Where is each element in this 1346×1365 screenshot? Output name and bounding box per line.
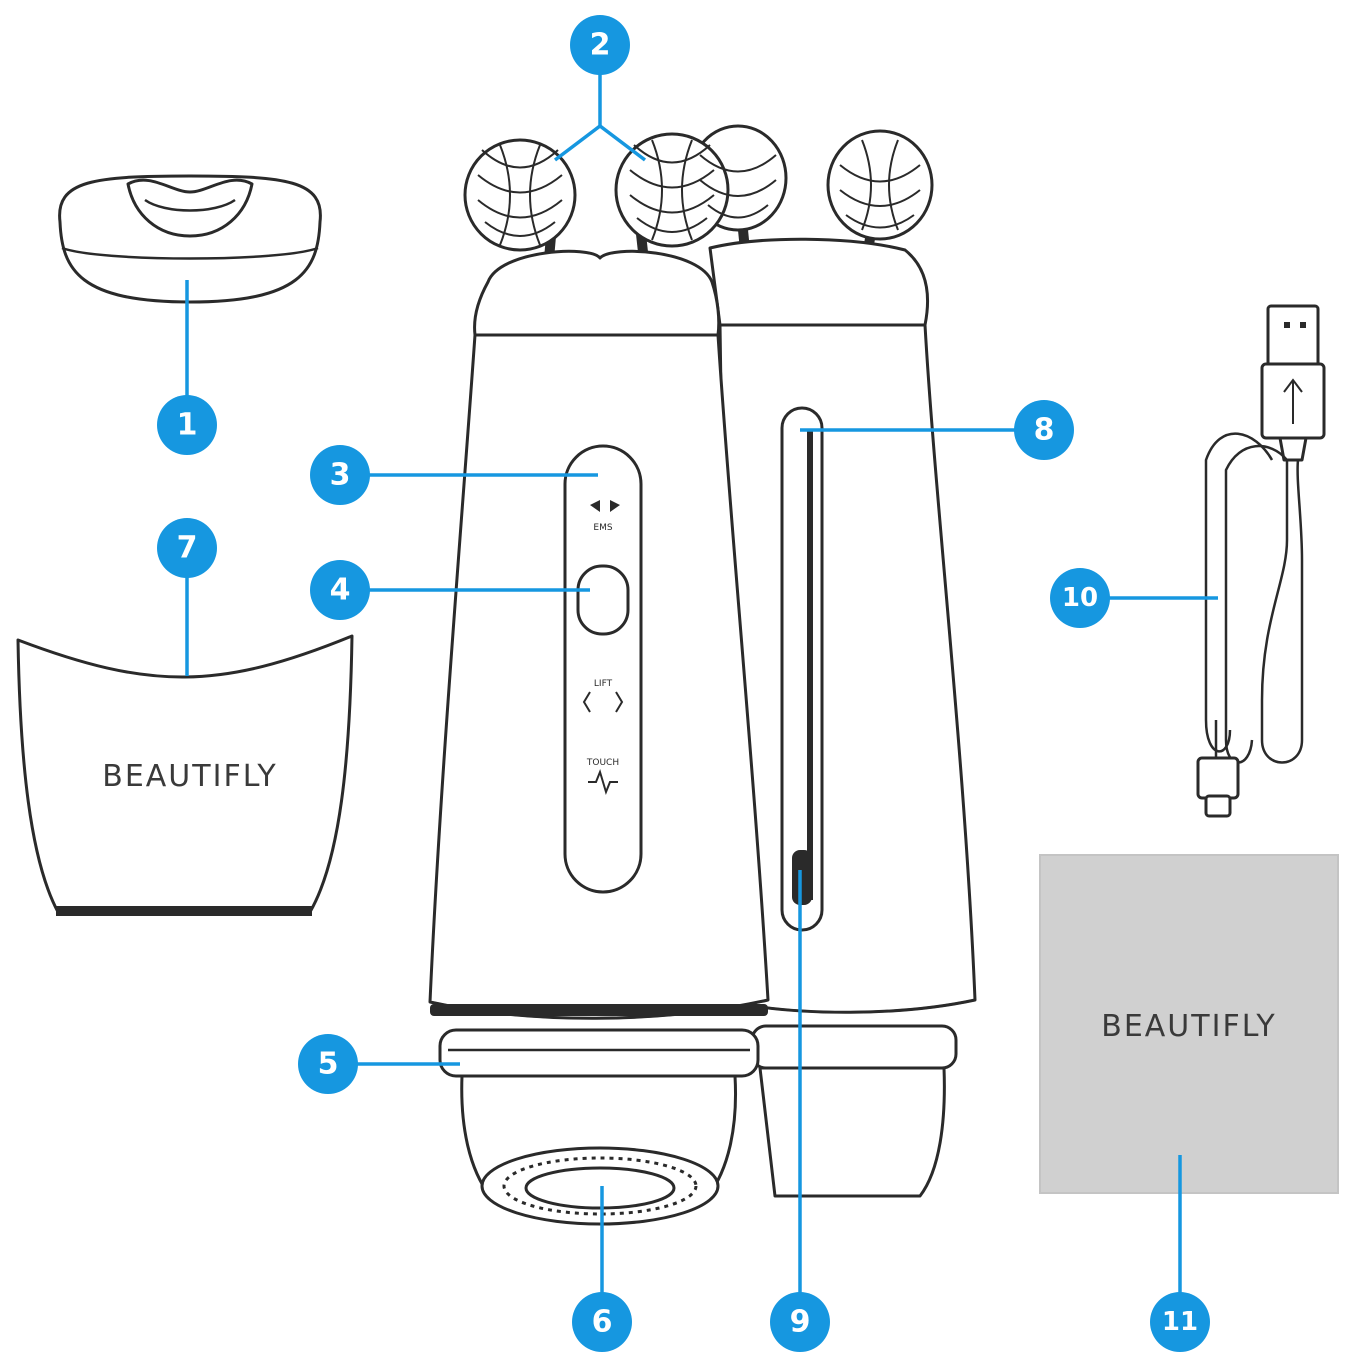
svg-text:11: 11 — [1162, 1307, 1198, 1337]
device-front: EMS LIFT TOUCH — [428, 132, 921, 1226]
pouch-brand-text: BEAUTIFLY — [1101, 1009, 1277, 1044]
callout-11: 11 — [1150, 1292, 1210, 1352]
svg-text:2: 2 — [590, 28, 611, 63]
callout-2: 2 — [570, 15, 630, 75]
device-back — [688, 124, 977, 1198]
svg-text:3: 3 — [330, 458, 351, 493]
storage-case: BEAUTIFLY — [16, 634, 354, 916]
svg-text:1: 1 — [177, 408, 198, 443]
svg-text:6: 6 — [592, 1305, 613, 1340]
callout-9: 9 — [770, 1292, 830, 1352]
power-button[interactable] — [576, 564, 630, 636]
lift-label: LIFT — [594, 679, 613, 689]
svg-text:5: 5 — [318, 1047, 339, 1082]
sensor-label: TOUCH — [586, 758, 619, 768]
mode-label: EMS — [593, 523, 612, 533]
callout-3: 3 — [310, 445, 370, 505]
callout-5: 5 — [298, 1034, 358, 1094]
storage-pouch: BEAUTIFLY — [1039, 854, 1339, 1194]
usb-cable — [1196, 304, 1326, 818]
svg-text:4: 4 — [330, 573, 351, 608]
callout-10: 10 — [1050, 568, 1110, 628]
callout-1: 1 — [157, 395, 217, 455]
callout-7: 7 — [157, 518, 217, 578]
svg-text:10: 10 — [1062, 583, 1098, 613]
callout-6: 6 — [572, 1292, 632, 1352]
callout-8: 8 — [1014, 400, 1074, 460]
callout-4: 4 — [310, 560, 370, 620]
head-cap — [58, 174, 322, 304]
svg-text:8: 8 — [1034, 413, 1055, 448]
leader-lines — [185, 70, 1218, 1296]
svg-text:9: 9 — [790, 1305, 811, 1340]
case-brand-text: BEAUTIFLY — [102, 759, 278, 794]
svg-text:7: 7 — [177, 531, 198, 566]
